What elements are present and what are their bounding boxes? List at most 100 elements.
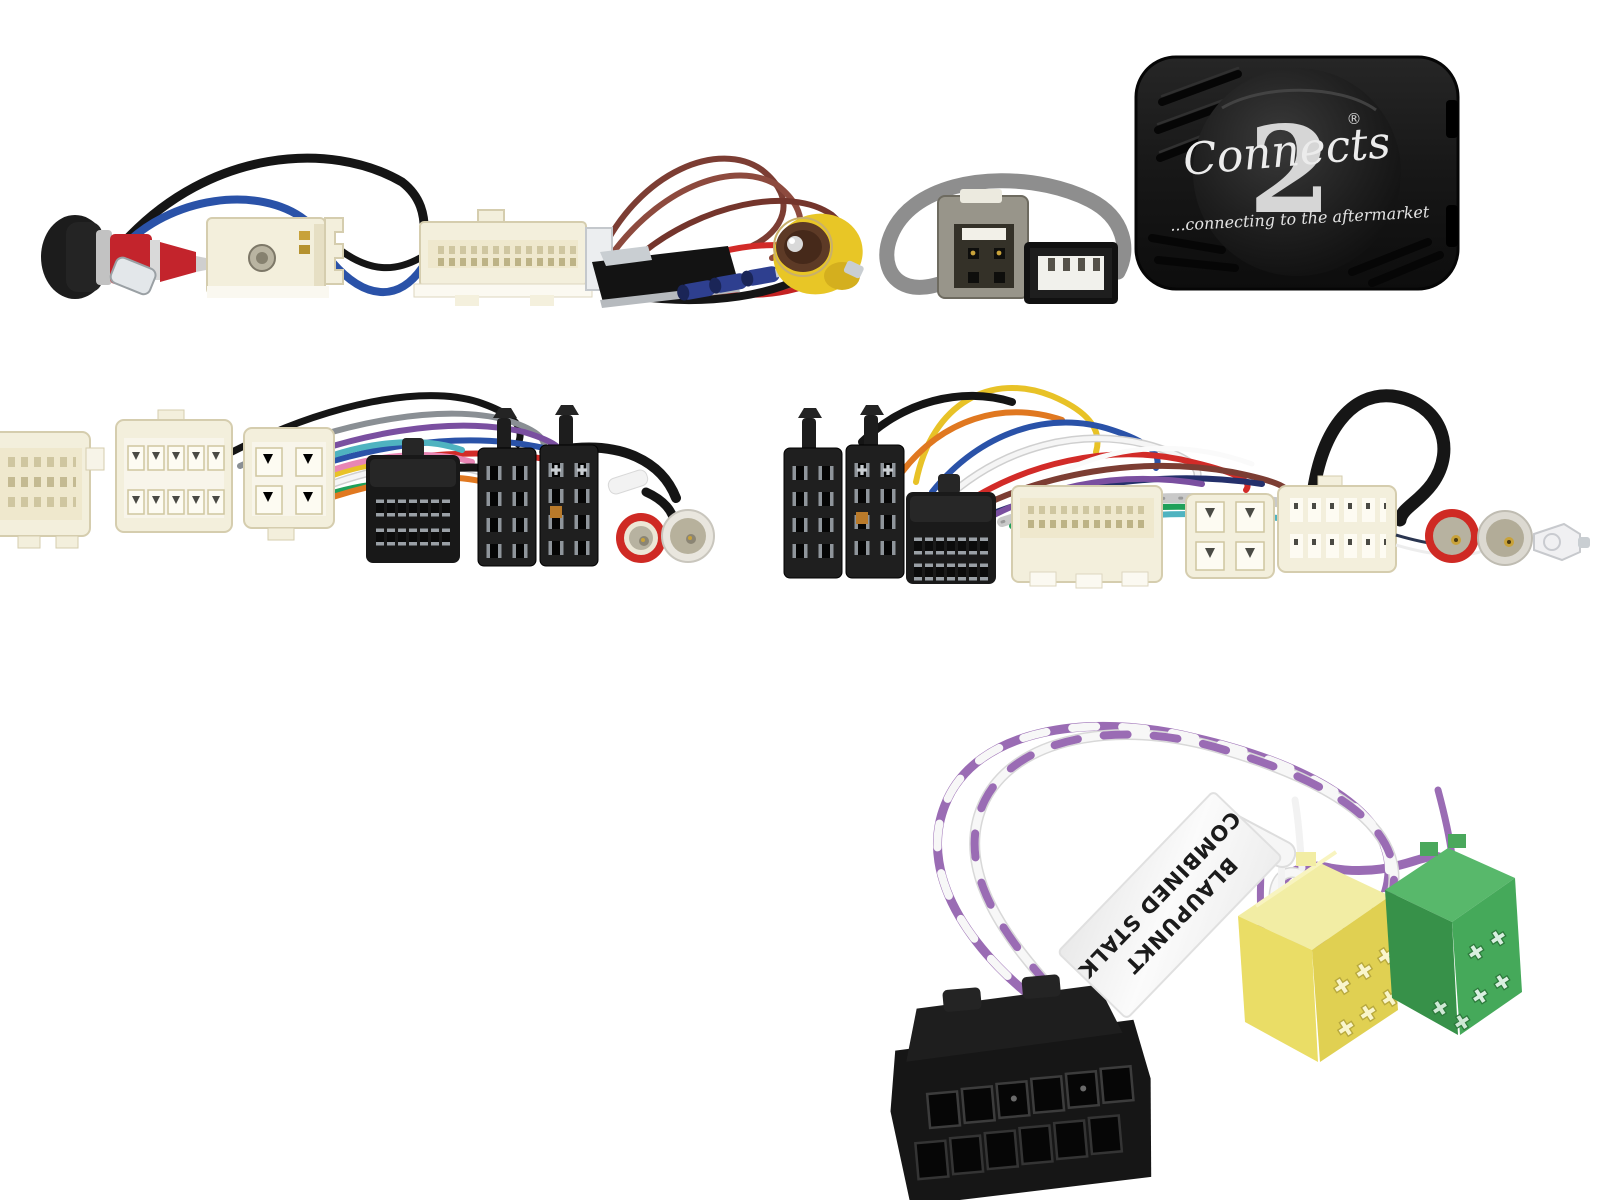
iso-latch-hook <box>555 405 579 415</box>
pin-mark <box>192 452 200 460</box>
connector-foot <box>17 535 41 549</box>
rib-highlight <box>1160 66 1240 98</box>
pin-slot <box>295 485 323 515</box>
socket-row-2 <box>914 1114 1124 1181</box>
clear-bullet-tip <box>1578 537 1590 548</box>
yellow-lock-tab <box>1296 852 1316 866</box>
connector-top <box>370 459 456 487</box>
green-left-face <box>1385 890 1458 1035</box>
yellow-top-face <box>1238 862 1390 950</box>
wire <box>116 195 309 254</box>
rca-silver-inner <box>1486 519 1524 557</box>
pin-mark <box>132 452 140 460</box>
crimp-terminal <box>109 256 157 296</box>
rca-red-pin-glint <box>641 538 645 542</box>
rca-gold-ring <box>773 217 833 277</box>
amber-contact <box>550 506 562 518</box>
bullet-cap <box>741 270 754 287</box>
amber-contact <box>856 512 868 524</box>
mini-iso-green-connector <box>1385 834 1522 1035</box>
connector-foot <box>530 295 554 306</box>
pin-marks <box>132 452 220 504</box>
antenna-adapter-lead <box>41 153 429 299</box>
dome-highlight <box>1221 88 1377 112</box>
iso-connector-pair-left <box>477 405 599 567</box>
usb-a-socket <box>1024 242 1118 304</box>
yellow-rca-plug <box>773 213 864 295</box>
socket <box>1099 1064 1135 1105</box>
bullet-cap <box>677 284 690 301</box>
wire <box>336 246 424 272</box>
lock-tab <box>85 447 105 471</box>
cream-connector-1 <box>0 431 105 549</box>
mini-iso-yellow-connector <box>1238 850 1402 1062</box>
pin-mark <box>172 452 180 460</box>
connector-foot <box>1029 571 1057 587</box>
usb-cable <box>879 173 1132 295</box>
usb-retention-cable <box>879 173 1132 304</box>
box-port <box>1446 205 1458 247</box>
wire <box>597 155 787 258</box>
aftermarket-16pin-connector-right <box>906 474 996 584</box>
pin-mark <box>1245 548 1255 558</box>
socket <box>1018 1124 1054 1166</box>
socket <box>1029 1074 1066 1115</box>
connects2-interface-box: 2 Connects ® ...connecting to the afterm… <box>1134 55 1460 291</box>
pin-mark <box>212 496 220 504</box>
connector-pin <box>994 272 1005 283</box>
rca-pair-left <box>607 469 715 563</box>
yellow-ridge <box>1254 850 1338 908</box>
pin-mark <box>263 454 273 464</box>
green-lock-tab <box>1448 834 1466 848</box>
connector-latch <box>942 987 982 1012</box>
rca-pair-right <box>1395 509 1590 566</box>
pin-mark <box>152 496 160 504</box>
socket <box>1052 1119 1089 1161</box>
module-clip <box>600 246 652 266</box>
iso-latch-hook <box>860 405 884 415</box>
iso-connector-pair-right <box>783 405 905 579</box>
aftermarket-16pin-connector-left <box>366 438 460 563</box>
connector-tab <box>960 189 1002 203</box>
iso-latch <box>864 415 878 451</box>
iso-latch-hook <box>798 408 822 418</box>
pin-mark <box>303 492 313 502</box>
registered-mark: ® <box>1347 110 1362 128</box>
blaupunkt-stalk-harness: BLAUPUNKT COMBINED STALK <box>890 721 1522 1200</box>
box-port <box>1446 100 1458 138</box>
cream-connector-6 <box>1277 475 1397 573</box>
green-top-face <box>1385 848 1515 922</box>
connector-latch <box>1021 974 1061 999</box>
connector-top <box>910 496 992 522</box>
cream-connector-4 <box>1011 485 1163 589</box>
connector-latch <box>938 474 960 494</box>
vehicle-harness-right <box>783 385 1590 589</box>
pin-mark <box>1245 508 1255 518</box>
connector-foot <box>1075 573 1103 589</box>
iso-latch <box>559 415 573 451</box>
green-lock-tab <box>1420 842 1438 856</box>
pin-mark <box>192 496 200 504</box>
looped-cable <box>1305 389 1451 527</box>
pin-mark <box>172 496 180 504</box>
coax-socket-pin <box>256 252 268 264</box>
cream-connector-2 <box>115 409 233 533</box>
socket <box>948 1134 985 1176</box>
connector-foot <box>455 295 479 306</box>
heatshrink-sleeve <box>607 469 649 495</box>
socket-glint <box>1080 1085 1087 1092</box>
pin-glint <box>970 250 976 256</box>
usb-contact <box>1078 258 1085 271</box>
wire <box>121 153 429 245</box>
pin-slot <box>1235 541 1265 571</box>
gold-terminal <box>299 245 310 254</box>
yellow-front-face <box>1238 916 1318 1062</box>
green-right-face <box>1452 878 1522 1035</box>
socket <box>983 1129 1020 1171</box>
brand-numeral: 2 <box>1248 100 1332 241</box>
plug-cone <box>160 242 196 282</box>
gold-terminal <box>299 231 310 240</box>
rib <box>1148 234 1226 254</box>
plug-band <box>150 240 160 280</box>
connector-bottom <box>207 286 329 298</box>
